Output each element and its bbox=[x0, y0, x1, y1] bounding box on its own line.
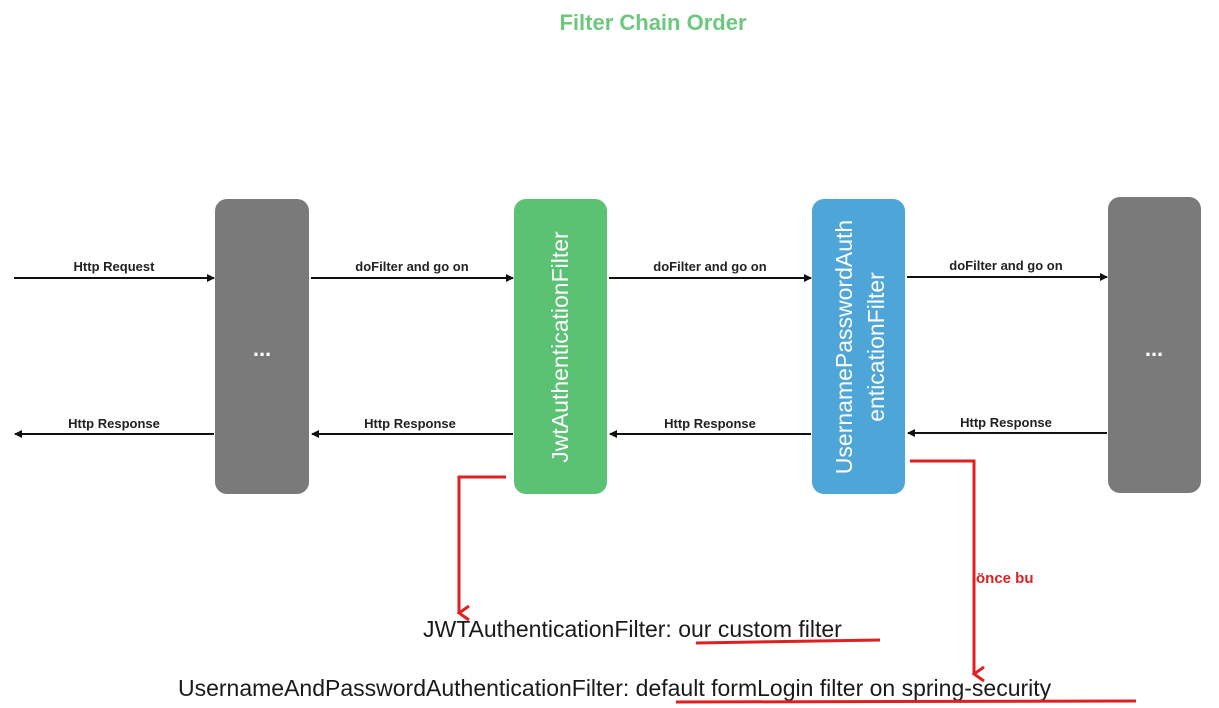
jwt-description-text: our custom filter bbox=[678, 616, 842, 642]
filter-box-left bbox=[215, 199, 309, 494]
jwt-description-prefix: JWTAuthenticationFilter: bbox=[423, 616, 678, 642]
label-response-4: Http Response bbox=[960, 415, 1052, 430]
jwt-filter-label: JwtAuthenticationFilter bbox=[547, 231, 573, 463]
label-dofilter-1: doFilter and go on bbox=[355, 259, 468, 274]
jwt-filter-box bbox=[514, 199, 607, 494]
upa-description: UsernameAndPasswordAuthenticationFilter:… bbox=[178, 675, 1052, 701]
label-response-3: Http Response bbox=[664, 416, 756, 431]
diagram-title: Filter Chain Order bbox=[559, 10, 746, 35]
label-response-1: Http Response bbox=[68, 416, 160, 431]
label-response-2: Http Response bbox=[364, 416, 456, 431]
upa-description-text: default formLogin filter on spring-secur… bbox=[636, 675, 1052, 701]
upa-filter-label-line1: UsernamePasswordAuth bbox=[831, 220, 857, 474]
annotation-arrow-jwt bbox=[459, 475, 506, 613]
upa-description-prefix: UsernameAndPasswordAuthenticationFilter: bbox=[178, 675, 636, 701]
upa-filter-box bbox=[812, 199, 905, 494]
upa-description-underline bbox=[675, 699, 1137, 704]
annotation-arrow-upa bbox=[910, 459, 974, 674]
filter-box-right bbox=[1108, 197, 1201, 493]
jwt-description-underline bbox=[695, 638, 881, 645]
filter-box-right-label: ... bbox=[1145, 336, 1163, 361]
annotation-note: önce bu bbox=[976, 570, 1034, 587]
label-dofilter-2: doFilter and go on bbox=[653, 259, 766, 274]
filter-box-left-label: ... bbox=[253, 336, 271, 361]
label-http-request: Http Request bbox=[74, 259, 156, 274]
label-dofilter-3: doFilter and go on bbox=[949, 258, 1062, 273]
jwt-description: JWTAuthenticationFilter: our custom filt… bbox=[423, 616, 842, 642]
upa-filter-label-line2: enticationFilter bbox=[863, 272, 889, 422]
